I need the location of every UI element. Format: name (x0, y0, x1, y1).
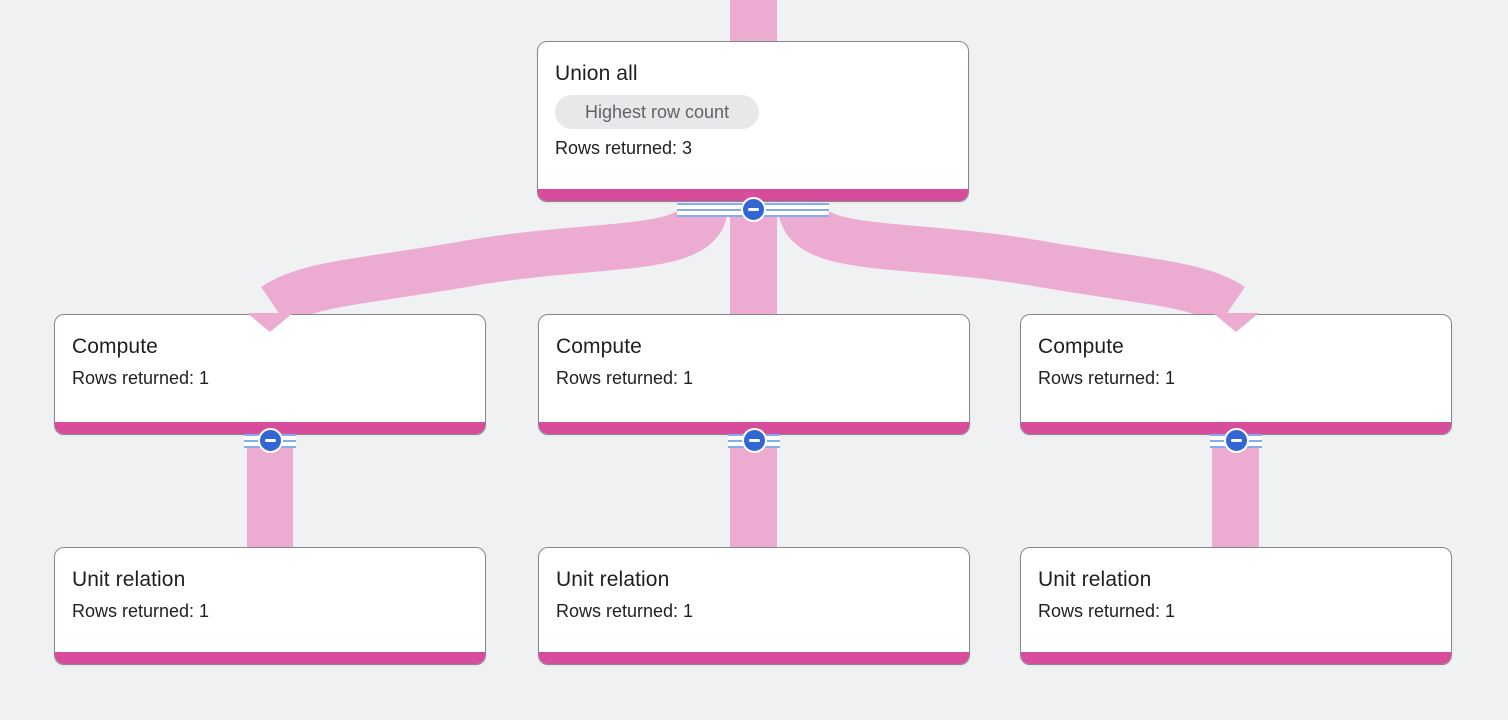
node-compute-2[interactable]: Compute Rows returned: 1 (538, 314, 970, 435)
collapse-button[interactable] (257, 428, 283, 453)
node-compute-3[interactable]: Compute Rows returned: 1 (1020, 314, 1452, 435)
node-title: Compute (72, 335, 158, 358)
highest-row-count-badge: Highest row count (555, 95, 760, 129)
node-union-all[interactable]: Union all Highest row count Rows returne… (537, 41, 969, 202)
collapse-button[interactable] (741, 428, 767, 453)
edge-union-to-compute-1 (261, 202, 728, 326)
rows-returned-label: Rows returned: 1 (556, 368, 694, 388)
edge-compute-1-to-unit-1 (247, 442, 293, 549)
node-accent-bar (538, 189, 968, 201)
compute-1-output-connector (244, 428, 296, 453)
edge-top-to-union (730, 0, 777, 44)
union-output-connector (677, 197, 829, 222)
minus-icon (264, 439, 276, 442)
node-unit-relation-3[interactable]: Unit relation Rows returned: 1 (1020, 547, 1452, 665)
node-title: Unit relation (1038, 568, 1152, 591)
edge-compute-3-to-unit-3 (1212, 442, 1259, 549)
compute-3-output-connector (1210, 428, 1262, 453)
rows-returned-label: Rows returned: 1 (72, 368, 210, 388)
node-unit-relation-2[interactable]: Unit relation Rows returned: 1 (538, 547, 970, 665)
rows-returned-label: Rows returned: 1 (1038, 368, 1176, 388)
rows-returned-label: Rows returned: 3 (555, 138, 693, 158)
rows-returned-label: Rows returned: 1 (72, 601, 210, 621)
node-title: Unit relation (556, 568, 670, 591)
collapse-button[interactable] (1223, 428, 1249, 453)
minus-icon (748, 439, 760, 442)
node-accent-bar (539, 652, 969, 664)
minus-icon (1230, 439, 1242, 442)
rows-returned-label: Rows returned: 1 (556, 601, 694, 621)
collapse-button[interactable] (740, 197, 766, 222)
compute-2-output-connector (728, 428, 780, 453)
node-compute-1[interactable]: Compute Rows returned: 1 (54, 314, 486, 435)
node-accent-bar (1021, 652, 1451, 664)
node-title: Compute (556, 335, 642, 358)
node-title: Compute (1038, 335, 1124, 358)
minus-icon (747, 208, 759, 211)
node-unit-relation-1[interactable]: Unit relation Rows returned: 1 (54, 547, 486, 665)
rows-returned-label: Rows returned: 1 (1038, 601, 1176, 621)
edge-union-to-compute-2 (730, 210, 777, 316)
node-title: Union all (555, 62, 638, 85)
edge-union-to-compute-3 (778, 202, 1245, 326)
node-accent-bar (55, 652, 485, 664)
node-title: Unit relation (72, 568, 186, 591)
edge-compute-2-to-unit-2 (730, 442, 777, 549)
